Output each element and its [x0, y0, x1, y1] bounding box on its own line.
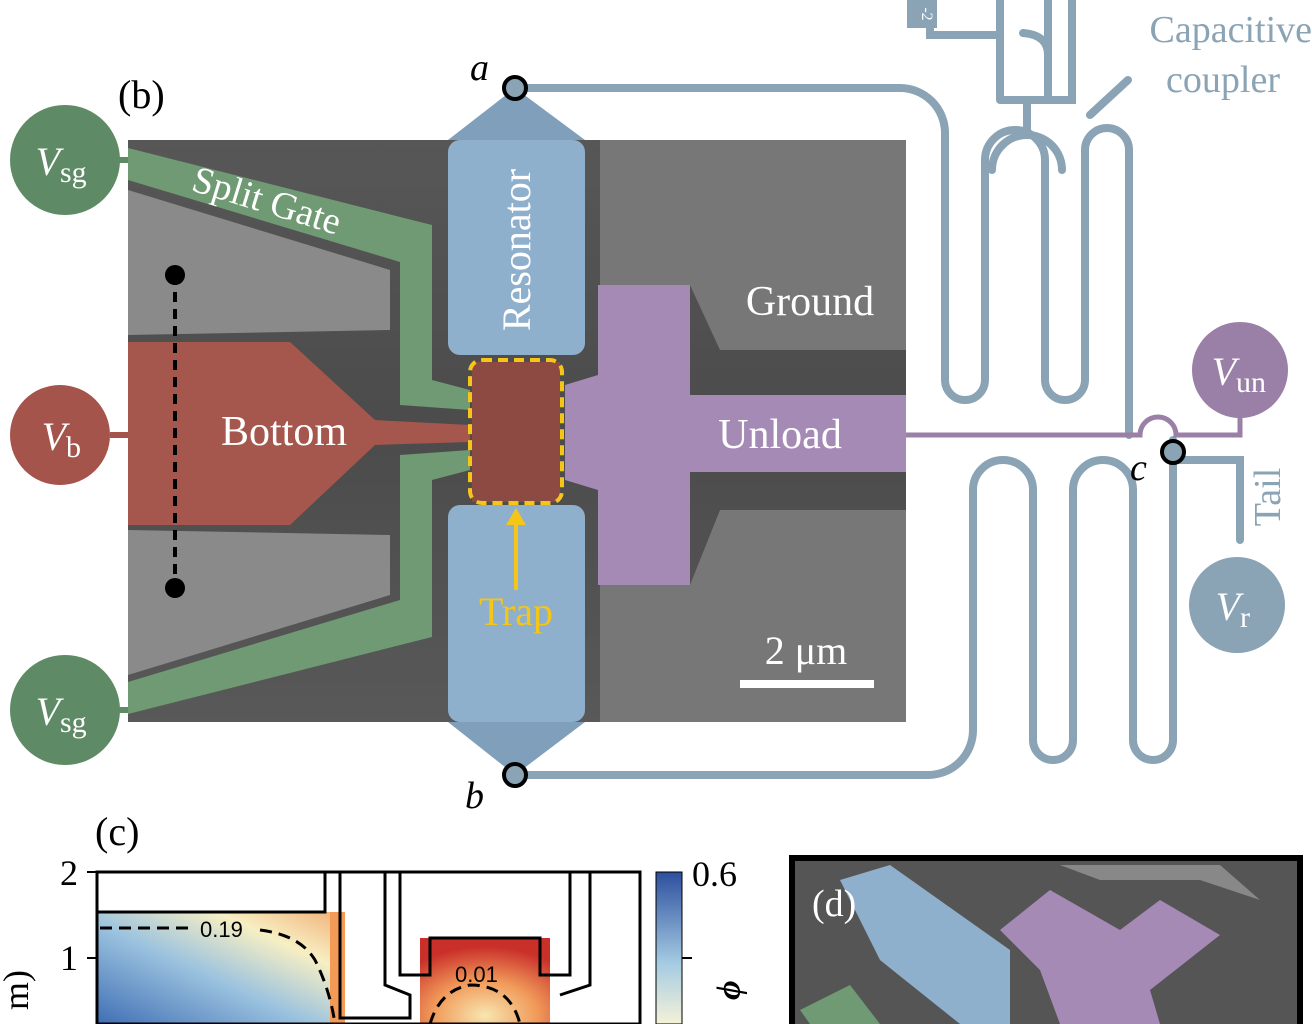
capacitive-coupler-arc — [988, 131, 1066, 174]
panel-c-label: (c) — [95, 809, 139, 854]
bottom-label: Bottom — [221, 409, 347, 455]
svg-text:r: r — [1240, 601, 1250, 634]
svg-text:V: V — [36, 139, 65, 184]
panel-d-label: (d) — [812, 883, 856, 925]
panel-b-label: (b) — [118, 72, 165, 117]
node-b — [502, 762, 528, 788]
coupler-box — [926, 0, 1076, 139]
coupler-label-2: coupler — [1166, 59, 1280, 101]
panel-c-plot — [87, 870, 642, 1024]
coupler-arrow — [1086, 76, 1132, 119]
panel-d-image — [789, 855, 1303, 1024]
resonator-circuit — [511, 0, 1244, 779]
svg-text:sg: sg — [60, 706, 87, 739]
trap-label: Trap — [479, 589, 553, 634]
y-tick-2: 2 — [60, 853, 78, 893]
vsg-top-terminal: V sg — [10, 105, 120, 215]
scale-bar — [740, 680, 874, 688]
small-box — [907, 0, 937, 28]
colorbar-max-label: 0.6 — [692, 854, 737, 894]
svg-text:V: V — [36, 689, 65, 734]
sem-image — [128, 140, 906, 722]
scale-bar-label: 2 μm — [765, 628, 848, 673]
contour-label-001: 0.01 — [455, 962, 498, 987]
svg-text:sg: sg — [60, 156, 87, 189]
y-axis-label: m) — [0, 970, 36, 1010]
node-a — [502, 75, 528, 101]
unload-line — [900, 405, 1243, 438]
svg-text:b: b — [66, 431, 81, 464]
y-tick-1: 1 — [60, 938, 78, 978]
box-label: -2 — [918, 7, 935, 20]
svg-text:un: un — [1236, 366, 1266, 399]
svg-text:V: V — [42, 414, 71, 459]
svg-text:V: V — [1212, 349, 1241, 394]
coupler-label-1: Capacitive — [1150, 9, 1312, 51]
tail-label: Tail — [1247, 468, 1289, 527]
node-a-label: a — [470, 47, 489, 89]
resonator-taper-top — [448, 88, 585, 140]
vr-terminal: V r — [1189, 557, 1285, 653]
contour-label-019: 0.19 — [200, 917, 243, 942]
node-c — [1160, 439, 1186, 465]
vsg-bottom-terminal: V sg — [10, 655, 120, 765]
colorbar-label: ϕ — [711, 980, 748, 1000]
node-b-label: b — [465, 775, 484, 817]
resonator-taper-bottom — [448, 722, 585, 775]
colorbar — [655, 871, 683, 1024]
vun-terminal: V un — [1192, 322, 1288, 418]
node-c-label: c — [1130, 447, 1147, 489]
resonator-label: Resonator — [494, 169, 539, 331]
unload-label: Unload — [718, 412, 842, 458]
trap-outline — [468, 358, 564, 505]
vb-terminal: V b — [10, 385, 110, 485]
ground-label: Ground — [746, 279, 874, 325]
svg-text:V: V — [1216, 584, 1245, 629]
